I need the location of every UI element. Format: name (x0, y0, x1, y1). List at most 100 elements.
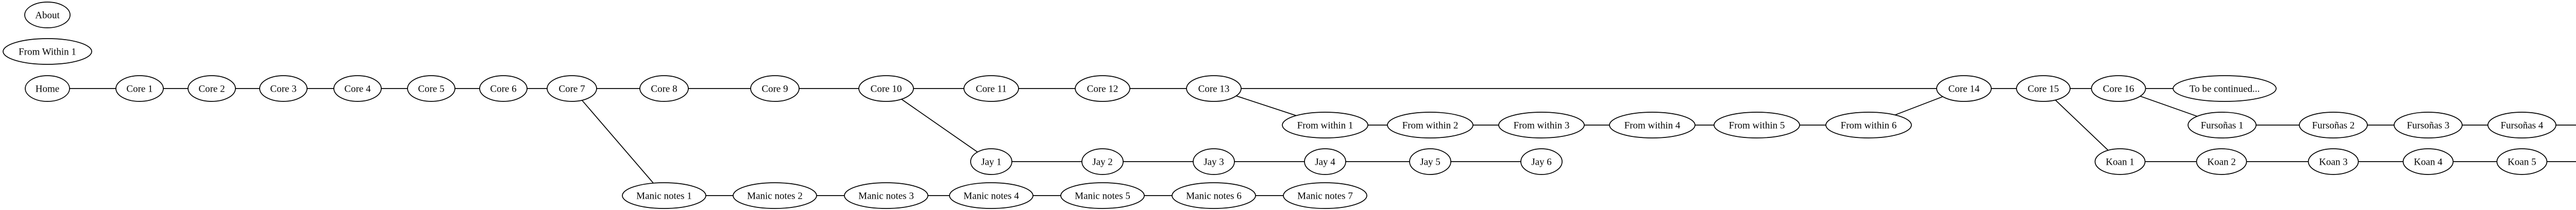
node-label-core-10: Core 10 (871, 84, 902, 95)
node-core-11: Core 11 (963, 75, 1019, 102)
node-label-fursonas-4: Fursoñas 4 (2501, 120, 2544, 131)
node-core-4: Core 4 (333, 75, 382, 102)
node-from-within-2: From within 2 (1387, 112, 1473, 138)
node-label-manic-notes-2: Manic notes 2 (747, 191, 803, 202)
node-ellipse-manic-notes-7 (1283, 182, 1367, 209)
node-ellipse-from-within-5 (1714, 112, 1800, 138)
node-from-within-3: From within 3 (1498, 112, 1585, 138)
node-label-core-7: Core 7 (558, 84, 585, 95)
node-label-jay-4: Jay 4 (1315, 157, 1335, 168)
node-ellipse-core-3 (259, 75, 308, 102)
node-fursonas-1: Fursoñas 1 (2188, 112, 2257, 138)
node-label-from-within-1: From within 1 (1297, 120, 1353, 131)
node-koan-2: Koan 2 (2196, 148, 2247, 175)
node-ellipse-home (25, 75, 70, 102)
node-ellipse-fursonas-2 (2299, 112, 2368, 138)
node-label-core-8: Core 8 (651, 84, 677, 95)
edge-core-7--manic-notes-1 (571, 88, 665, 196)
node-manic-notes-1: Manic notes 1 (622, 182, 706, 209)
node-label-core-4: Core 4 (344, 84, 371, 95)
node-manic-notes-4: Manic notes 4 (949, 182, 1033, 209)
node-label-manic-notes-1: Manic notes 1 (636, 191, 692, 202)
node-manic-notes-2: Manic notes 2 (733, 182, 817, 209)
node-core-9: Core 9 (750, 75, 800, 102)
node-ellipse-core-12 (1075, 75, 1130, 102)
node-label-from-within-4: From within 4 (1624, 120, 1681, 131)
node-label-from-within-6: From within 6 (1841, 120, 1897, 131)
node-jay-3: Jay 3 (1193, 148, 1235, 175)
node-label-fursonas-3: Fursoñas 3 (2407, 120, 2450, 131)
node-label-core-15: Core 15 (2028, 84, 2059, 95)
node-label-core-11: Core 11 (976, 84, 1007, 95)
node-label-core-5: Core 5 (418, 84, 444, 95)
node-core-15: Core 15 (2016, 75, 2071, 102)
node-label-manic-notes-7: Manic notes 7 (1297, 191, 1353, 202)
node-label-manic-notes-5: Manic notes 5 (1075, 191, 1130, 202)
node-koan-5: Koan 5 (2496, 148, 2548, 175)
node-about: About (24, 2, 71, 28)
node-ellipse-from-within-6 (1825, 112, 1912, 138)
node-manic-notes-5: Manic notes 5 (1060, 182, 1145, 209)
node-ellipse-from-within-1 (1282, 112, 1368, 138)
node-core-14: Core 14 (1936, 75, 1992, 102)
node-ellipse-jay-5 (1409, 148, 1451, 175)
node-label-core-16: Core 16 (2103, 84, 2134, 95)
node-core-2: Core 2 (188, 75, 236, 102)
node-jay-1: Jay 1 (970, 148, 1012, 175)
node-label-from-within-5: From within 5 (1729, 120, 1785, 131)
node-ellipse-core-9 (750, 75, 800, 102)
node-core-6: Core 6 (479, 75, 528, 102)
node-from-within-5: From within 5 (1714, 112, 1800, 138)
node-fursonas-2: Fursoñas 2 (2299, 112, 2368, 138)
node-ellipse-about (24, 2, 71, 28)
node-koan-4: Koan 4 (2402, 148, 2454, 175)
node-manic-notes-7: Manic notes 7 (1283, 182, 1367, 209)
node-ellipse-koan-1 (2094, 148, 2146, 175)
node-label-koan-1: Koan 1 (2106, 157, 2134, 168)
node-label-to-be-continued: To be continued... (2190, 84, 2260, 95)
node-fursonas-4: Fursoñas 4 (2487, 112, 2556, 138)
node-ellipse-fursonas-4 (2487, 112, 2556, 138)
node-ellipse-from-within-3 (1498, 112, 1585, 138)
node-label-core-3: Core 3 (270, 84, 296, 95)
node-ellipse-core-13 (1186, 75, 1242, 102)
node-ellipse-core-7 (547, 75, 597, 102)
node-ellipse-core-16 (2091, 75, 2146, 102)
node-label-jay-1: Jay 1 (981, 157, 1002, 168)
node-ellipse-manic-notes-1 (622, 182, 706, 209)
node-ellipse-manic-notes-3 (844, 182, 928, 209)
node-ellipse-core-4 (333, 75, 382, 102)
node-core-13: Core 13 (1186, 75, 1242, 102)
node-label-from-within-2: From within 2 (1402, 120, 1459, 131)
node-home: Home (25, 75, 70, 102)
node-ellipse-core-10 (858, 75, 914, 102)
node-ellipse-jay-6 (1520, 148, 1563, 175)
node-ellipse-to-be-continued (2173, 75, 2277, 102)
node-label-jay-2: Jay 2 (1092, 157, 1113, 168)
edge-core-15--koan-1 (2043, 88, 2121, 162)
node-from-within-6: From within 6 (1825, 112, 1912, 138)
node-from-within-cap-1: From Within 1 (3, 38, 92, 65)
node-to-be-continued: To be continued... (2173, 75, 2277, 102)
node-label-core-13: Core 13 (1198, 84, 1230, 95)
node-core-12: Core 12 (1075, 75, 1130, 102)
node-ellipse-from-within-cap-1 (3, 38, 92, 65)
node-koan-3: Koan 3 (2308, 148, 2359, 175)
node-ellipse-fursonas-1 (2188, 112, 2257, 138)
node-label-koan-3: Koan 3 (2319, 157, 2347, 168)
node-label-core-9: Core 9 (761, 84, 788, 95)
node-label-from-within-cap-1: From Within 1 (19, 47, 76, 58)
node-koan-1: Koan 1 (2094, 148, 2146, 175)
node-ellipse-koan-5 (2496, 148, 2548, 175)
node-ellipse-from-within-4 (1609, 112, 1696, 138)
node-ellipse-core-5 (407, 75, 455, 102)
node-core-8: Core 8 (639, 75, 689, 102)
node-label-from-within-3: From within 3 (1514, 120, 1570, 131)
node-label-fursonas-1: Fursoñas 1 (2201, 120, 2244, 131)
edge-core-10--jay-1 (886, 88, 992, 162)
node-ellipse-jay-2 (1081, 148, 1124, 175)
node-label-core-1: Core 1 (126, 84, 152, 95)
node-label-koan-4: Koan 4 (2414, 157, 2443, 168)
node-ellipse-manic-notes-6 (1172, 182, 1256, 209)
node-label-manic-notes-3: Manic notes 3 (858, 191, 914, 202)
